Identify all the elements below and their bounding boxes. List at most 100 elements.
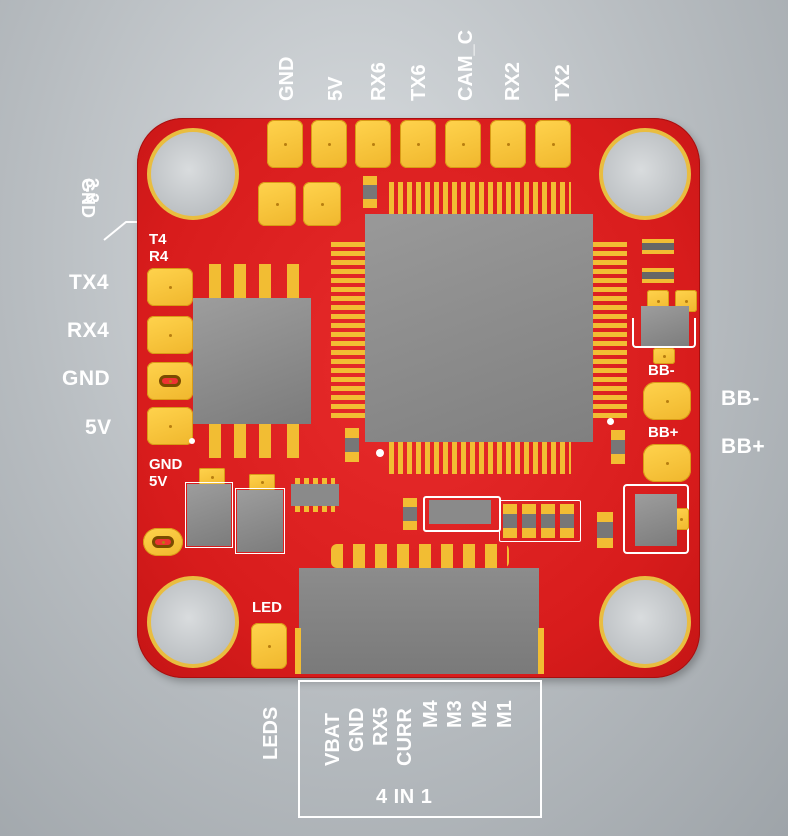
label-4in1: 4 IN 1 (376, 786, 433, 808)
label-tx4: TX4 (69, 271, 110, 294)
inductor-lead-6 (234, 422, 246, 458)
via-vbat (152, 536, 174, 548)
esc-pinout-box (298, 680, 542, 818)
pin1-marker-power (189, 438, 195, 444)
label-bb-minus: BB- (721, 387, 760, 410)
capacitor-left-mcu (345, 428, 359, 463)
label-gnd-left: GND (62, 367, 111, 390)
ldo-regulator-2 (237, 490, 283, 552)
silk-gnd-5v-gnd: GND (149, 456, 183, 473)
label-gnd-side: GND (78, 178, 98, 218)
label-esc-curr: CURR (394, 708, 416, 766)
pad-power-module-b (249, 474, 275, 490)
pad-tx6[interactable] (400, 120, 436, 168)
label-esc-m2: M2 (469, 700, 491, 728)
flight-controller-board: T4 R4 BB- BB+ (137, 118, 700, 678)
esc-connector-left-tab (295, 628, 301, 674)
pad-vbat-oval[interactable] (143, 528, 183, 556)
esc-connector-housing (299, 568, 539, 674)
pad-tx4[interactable] (147, 268, 193, 306)
label-top-tx2: TX2 (552, 64, 574, 101)
mounting-hole-bottom-left (147, 576, 239, 668)
silk-r4: R4 (149, 248, 169, 265)
label-bb-plus: BB+ (721, 435, 766, 458)
inductor-lead-5 (209, 422, 221, 458)
label-top-rx2: RX2 (502, 62, 524, 101)
capacitor-regulator (597, 512, 613, 548)
resistor-array-3 (541, 504, 555, 539)
mounting-hole-top-right (599, 128, 691, 220)
silk-bb-plus: BB+ (648, 424, 679, 441)
inductor-lead-1 (209, 264, 221, 300)
label-top-gnd: GND (276, 56, 298, 101)
pad-3v3[interactable] (258, 182, 296, 226)
mounting-hole-top-left (147, 128, 239, 220)
label-leds: LEDS (260, 706, 282, 760)
esc-connector-pins (331, 544, 509, 568)
mcu-pins-top (389, 182, 571, 216)
resistor-right-2 (642, 268, 674, 283)
resistor-array-4 (560, 504, 574, 539)
label-top-5v: 5V (325, 76, 347, 101)
pad-gnd-3v3[interactable] (303, 182, 341, 226)
label-rx4: RX4 (67, 319, 110, 342)
pad-power-module-a (199, 468, 225, 486)
mcu-pins-right (593, 240, 627, 418)
capacitor-top (363, 176, 377, 209)
capacitor-right-mcu (611, 430, 625, 465)
mcu-chip (365, 214, 593, 442)
buzzer-transistor (641, 306, 689, 348)
inductor-lead-2 (234, 264, 246, 300)
silk-bb-minus: BB- (648, 362, 675, 379)
inductor-lead-4 (287, 264, 299, 300)
pad-rx2[interactable] (490, 120, 526, 168)
label-top-rx6: RX6 (368, 62, 390, 101)
resistor-array-2 (522, 504, 536, 539)
pad-rx4[interactable] (147, 316, 193, 354)
regulator-chip (635, 494, 677, 546)
pad-transistor-lead (653, 348, 675, 364)
silk-outline-resistor-array (499, 500, 581, 542)
resistor-array-1 (503, 504, 517, 539)
silk-gnd-5v-5v: 5V (149, 473, 168, 490)
pin1-marker-mcu (376, 449, 384, 457)
label-esc-m4: M4 (420, 700, 442, 728)
label-3v3-gnd: 3.3 GND (76, 176, 124, 236)
capacitor-bottom-left (403, 498, 417, 531)
small-ic (291, 484, 339, 506)
mcu-pins-left (331, 240, 365, 418)
via-gnd-left (159, 375, 181, 387)
pad-gnd-top[interactable] (267, 120, 303, 168)
pad-5v-top[interactable] (311, 120, 347, 168)
silk-led: LED (252, 599, 282, 616)
pad-bb-minus[interactable] (643, 382, 691, 420)
pad-led[interactable] (251, 623, 287, 669)
mcu-pins-bottom (389, 440, 571, 474)
inductor-lead-8 (287, 422, 299, 458)
pad-cam-c[interactable] (445, 120, 481, 168)
crystal-oscillator (429, 500, 491, 524)
power-module-chip (193, 298, 311, 424)
pad-gnd-left[interactable] (147, 362, 193, 400)
fiducial-right (607, 418, 614, 425)
silk-outline-ldo-2 (235, 488, 285, 554)
label-5v-left: 5V (85, 416, 112, 439)
label-esc-m1: M1 (494, 700, 516, 728)
label-top-tx6: TX6 (408, 64, 430, 101)
silk-outline-crystal (423, 496, 501, 532)
pad-bb-plus[interactable] (643, 444, 691, 482)
esc-connector-right-tab (538, 628, 544, 674)
label-esc-m3: M3 (444, 700, 466, 728)
ldo-regulator-1 (187, 484, 231, 546)
pad-tx2[interactable] (535, 120, 571, 168)
silk-outline-ldo-1 (185, 482, 233, 548)
label-esc-rx5: RX5 (370, 707, 392, 746)
label-esc-vbat: VBAT (322, 713, 344, 766)
pad-5v-left[interactable] (147, 407, 193, 445)
silk-t4: T4 (149, 231, 167, 248)
resistor-right-1 (642, 239, 674, 254)
pad-rx6[interactable] (355, 120, 391, 168)
label-top-cam-c: CAM_C (455, 29, 477, 101)
label-esc-gnd: GND (346, 707, 368, 752)
pad-regulator-tab (673, 508, 689, 530)
